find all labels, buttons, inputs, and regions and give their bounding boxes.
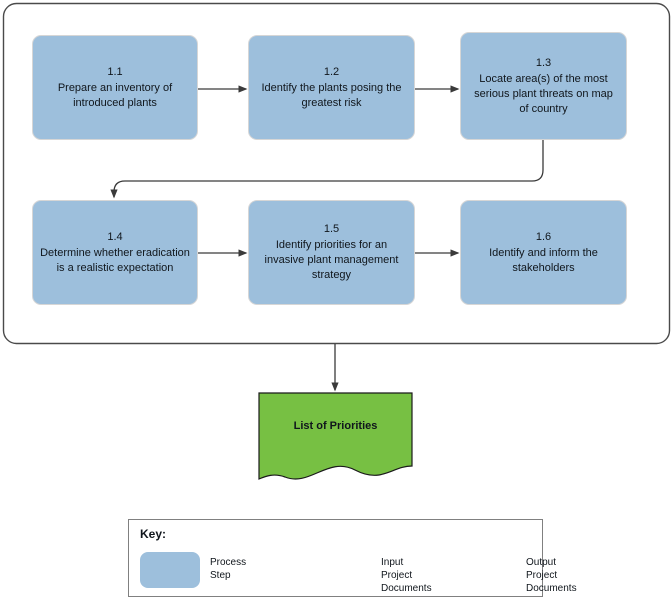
process-step-1-2[interactable]: 1.2 Identify the plants posing the great…: [248, 35, 415, 140]
process-step-1-6-label: Identify and inform the stakeholders: [489, 246, 598, 274]
process-step-1-1-id: 1.1: [107, 65, 123, 78]
process-step-1-2-label: Identify the plants posing the greatest …: [261, 81, 402, 109]
process-step-1-1[interactable]: 1.1 Prepare an inventory of introduced p…: [32, 35, 198, 140]
legend-title: Key:: [140, 527, 167, 541]
process-step-1-3-id: 1.3: [535, 56, 552, 69]
legend-item-process-step: Process Step: [140, 552, 250, 592]
arrow-1-3-to-1-4: [110, 140, 544, 199]
process-step-1-4-label: Determine whether eradication is a reali…: [40, 246, 190, 274]
output-document-label: List of Priorities: [293, 420, 378, 432]
legend-box: Key: Process Step Input Project Document…: [128, 519, 577, 597]
process-step-1-6-id: 1.6: [535, 230, 552, 243]
legend-item-input-documents: Input Project Documents: [246, 552, 432, 594]
legend-item-output-documents-label: Output Project Documents: [526, 557, 577, 594]
legend-item-process-step-label: Process Step: [210, 557, 247, 581]
process-step-swatch: [140, 552, 200, 588]
process-step-1-1-label: Prepare an inventory of introduced plant…: [57, 81, 173, 109]
process-step-1-4[interactable]: 1.4 Determine whether eradication is a r…: [32, 200, 198, 305]
process-step-1-3-label: Locate area(s) of the most serious plant…: [474, 72, 613, 115]
process-step-1-5-label: Identify priorities for an invasive plan…: [264, 239, 399, 281]
legend-item-output-documents: Output Project Documents: [391, 552, 577, 594]
process-step-1-5[interactable]: 1.5 Identify priorities for an invasive …: [248, 200, 415, 305]
legend-item-input-documents-label: Input Project Documents: [381, 557, 432, 594]
process-step-1-5-id: 1.5: [323, 223, 340, 235]
output-document[interactable]: List of Priorities: [259, 392, 412, 482]
process-step-1-2-id: 1.2: [323, 65, 340, 78]
process-step-1-4-id: 1.4: [107, 230, 123, 243]
process-step-1-6[interactable]: 1.6 Identify and inform the stakeholders: [460, 200, 627, 305]
process-step-1-3[interactable]: 1.3 Locate area(s) of the most serious p…: [460, 32, 627, 140]
